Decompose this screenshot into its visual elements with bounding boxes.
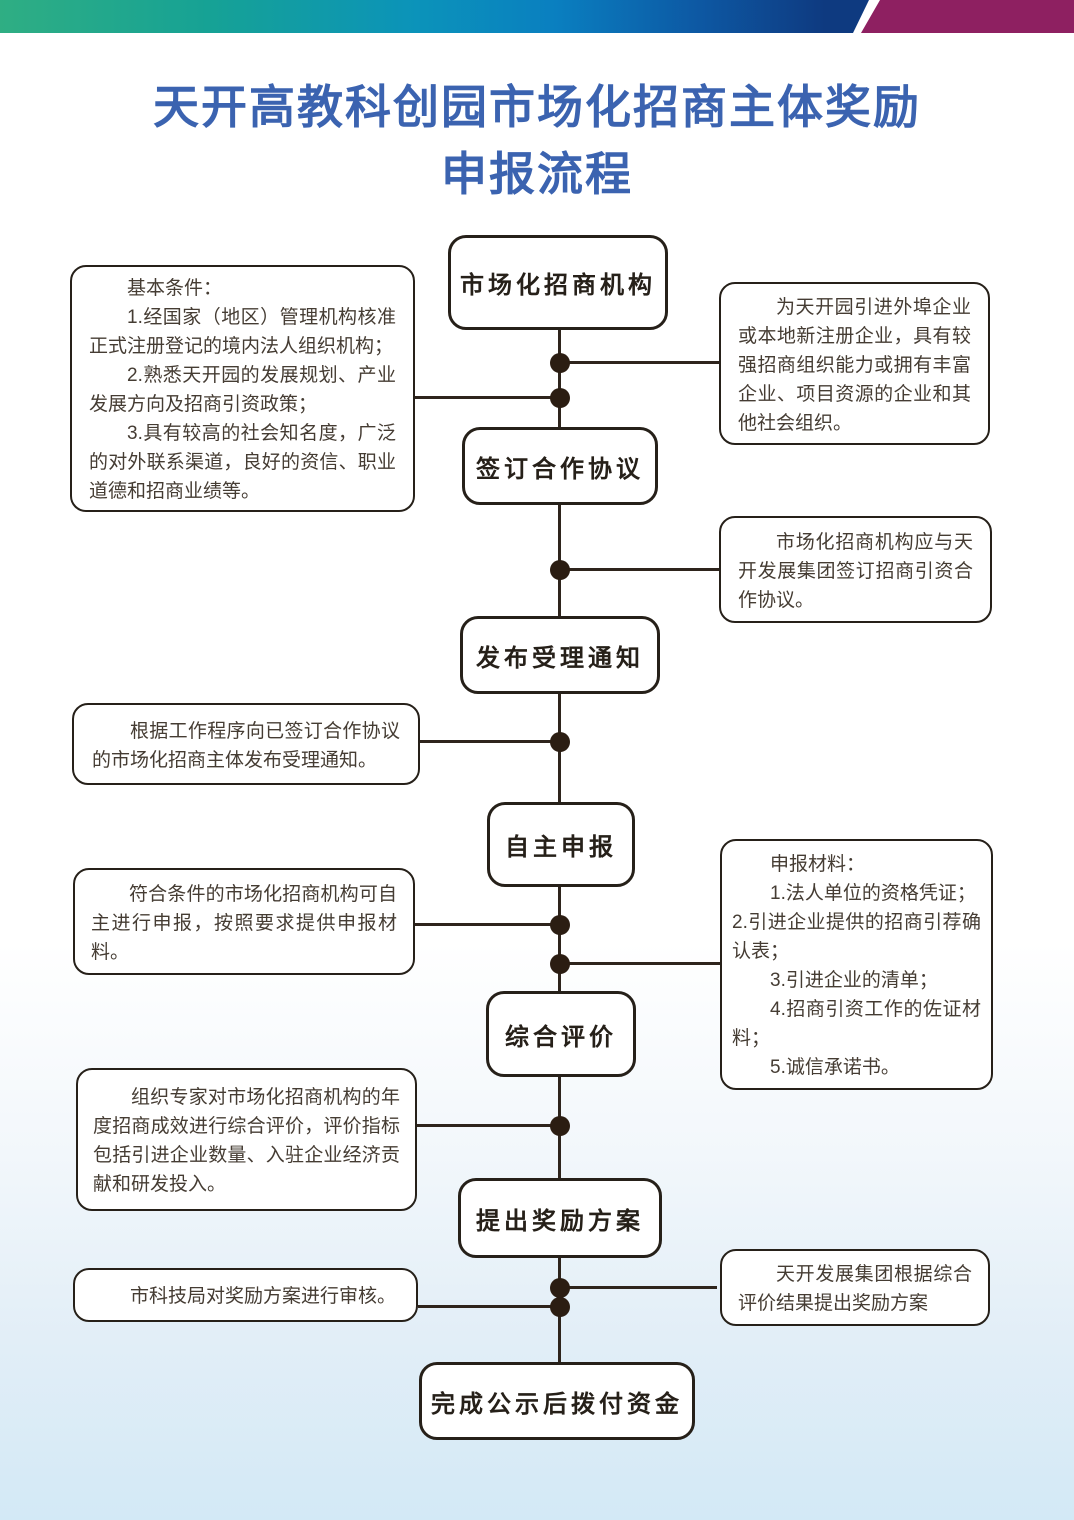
connector-line-to-bureau-review [418,1305,560,1308]
flow-node-sign-agreement: 签订合作协议 [462,427,658,505]
connector-line-to-expert-evaluation [417,1124,560,1127]
top-ribbon-magenta-accent [861,0,1074,33]
note-expert-evaluation: 组织专家对市场化招商机构的年度招商成效进行综合评价，评价指标包括引进企业数量、入… [76,1068,417,1211]
note-paragraph: 根据工作程序向已签订合作协议的市场化招商主体发布受理通知。 [92,721,400,771]
note-eligible-entities: 为天开园引进外埠企业或本地新注册企业，具有较强招商组织能力或拥有丰富企业、项目资… [719,282,990,445]
note-paragraph: 基本条件： [127,278,223,299]
note-paragraph: 市科技局对奖励方案进行审核。 [130,1286,397,1307]
note-paragraph: 1.法人单位的资格凭证； [770,883,976,904]
connector-dot [550,388,570,408]
connector-dot [550,1116,570,1136]
connector-dot [550,1297,570,1317]
connector-line-to-award-plan-basis [560,1286,717,1289]
connector-line-to-eligible-entities [560,361,719,364]
page-title-line-2: 申报流程 [441,148,633,200]
note-basic-conditions: 基本条件： 1.经国家（地区）管理机构核准正式注册登记的境内法人组织机构； 2.… [70,265,415,512]
note-paragraph: 3.具有较高的社会知名度，广泛的对外联系渠道，良好的资信、职业道德和招商业绩等。 [89,423,396,502]
flow-node-self-application: 自主申报 [487,802,635,887]
note-self-apply-requirement: 符合条件的市场化招商机构可自主进行申报，按照要求提供申报材料。 [73,868,415,975]
connector-dot [550,915,570,935]
note-paragraph: 天开发展集团根据综合评价结果提出奖励方案 [738,1264,972,1314]
connector-dot [550,732,570,752]
connector-line-to-application-materials [560,962,720,965]
connector-dot [550,1278,570,1298]
flow-node-label: 自主申报 [505,834,617,861]
note-paragraph: 5.诚信承诺书。 [770,1057,900,1078]
note-paragraph: 4.招商引资工作的佐证材料； [732,999,981,1049]
note-award-plan-basis: 天开发展集团根据综合评价结果提出奖励方案 [720,1249,990,1326]
flow-node-label: 综合评价 [505,1023,617,1051]
note-paragraph: 申报材料： [770,854,866,875]
flow-node-label: 市场化招商机构 [460,272,656,299]
connector-line-to-cooperation-agreement [560,568,719,571]
note-paragraph: 组织专家对市场化招商机构的年度招商成效进行综合评价，评价指标包括引进企业数量、入… [93,1087,400,1195]
note-paragraph: 2.熟悉天开园的发展规划、产业发展方向及招商引资政策； [89,365,396,415]
note-paragraph: 为天开园引进外埠企业或本地新注册企业，具有较强招商组织能力或拥有丰富企业、项目资… [738,297,971,434]
note-paragraph: 市场化招商机构应与天开发展集团签订招商引资合作协议。 [738,532,973,611]
note-paragraph: 2.引进企业提供的招商引荐确认表； [732,912,981,962]
flow-node-label: 签订合作协议 [476,455,644,483]
connector-dot [550,353,570,373]
flow-node-publish-notice: 发布受理通知 [460,616,660,694]
connector-dot [550,954,570,974]
connector-dot [550,560,570,580]
note-paragraph: 3.引进企业的清单； [770,970,938,991]
flow-node-marketing-agency: 市场化招商机构 [448,235,668,330]
note-cooperation-agreement: 市场化招商机构应与天开发展集团签订招商引资合作协议。 [719,516,992,623]
flow-node-label: 完成公示后拨付资金 [431,1390,683,1418]
flow-node-label: 发布受理通知 [476,644,644,672]
flow-node-label: 提出奖励方案 [476,1207,644,1235]
note-paragraph: 符合条件的市场化招商机构可自主进行申报，按照要求提供申报材料。 [91,884,397,963]
flow-node-disburse-funds: 完成公示后拨付资金 [419,1362,695,1440]
connector-line-to-basic-conditions [415,396,560,399]
flow-node-propose-award-plan: 提出奖励方案 [458,1178,662,1258]
note-acceptance-notice: 根据工作程序向已签订合作协议的市场化招商主体发布受理通知。 [72,703,420,785]
page-title-line-1: 天开高教科创园市场化招商主体奖励 [153,81,921,133]
connector-line-to-acceptance-notice [420,740,560,743]
note-sci-tech-bureau-review: 市科技局对奖励方案进行审核。 [73,1268,418,1322]
flow-node-comprehensive-evaluation: 综合评价 [486,991,636,1077]
note-application-materials: 申报材料： 1.法人单位的资格凭证； 2.引进企业提供的招商引荐确认表； 3.引… [720,839,993,1090]
top-ribbon-gradient-bar [0,0,869,33]
connector-line-to-self-apply-note [415,923,560,926]
note-paragraph: 1.经国家（地区）管理机构核准正式注册登记的境内法人组织机构； [89,307,396,357]
page-title: 天开高教科创园市场化招商主体奖励 申报流程 [0,74,1074,208]
